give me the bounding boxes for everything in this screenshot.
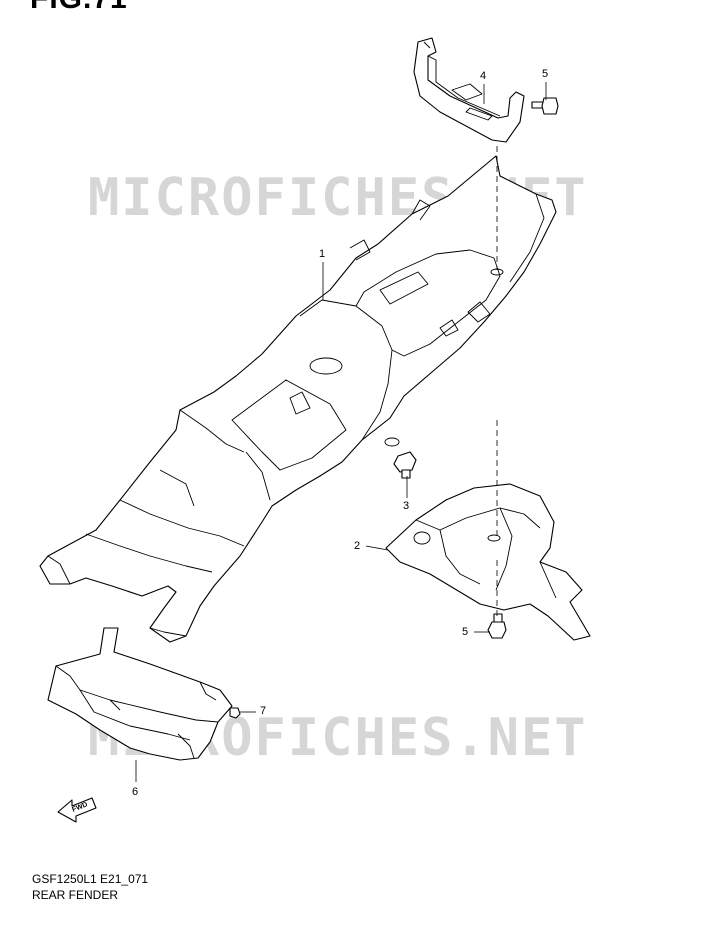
part-6-under-tray [47,627,233,761]
figure-name: REAR FENDER [32,888,119,902]
part-2-mudguard [385,483,591,641]
callout-6: 6 [132,786,139,798]
callout-5-bottom: 5 [462,626,469,638]
figure-code: GSF1250L1 E21_071 [32,872,149,886]
part-3-bolt [393,451,417,479]
fwd-arrow-icon [57,797,97,823]
callout-5-top: 5 [542,68,549,80]
leader-2 [365,545,389,551]
figure-title: FIG.71 [30,0,128,16]
part-7-screw [229,707,241,719]
callout-2: 2 [354,540,361,552]
callout-4: 4 [480,70,487,82]
part-5-bolt-top [531,97,559,115]
callout-7: 7 [260,705,267,717]
callout-1: 1 [319,248,326,260]
part-4-bracket [413,37,525,143]
callout-3: 3 [403,500,410,512]
part-5-bolt-bottom [487,613,507,639]
